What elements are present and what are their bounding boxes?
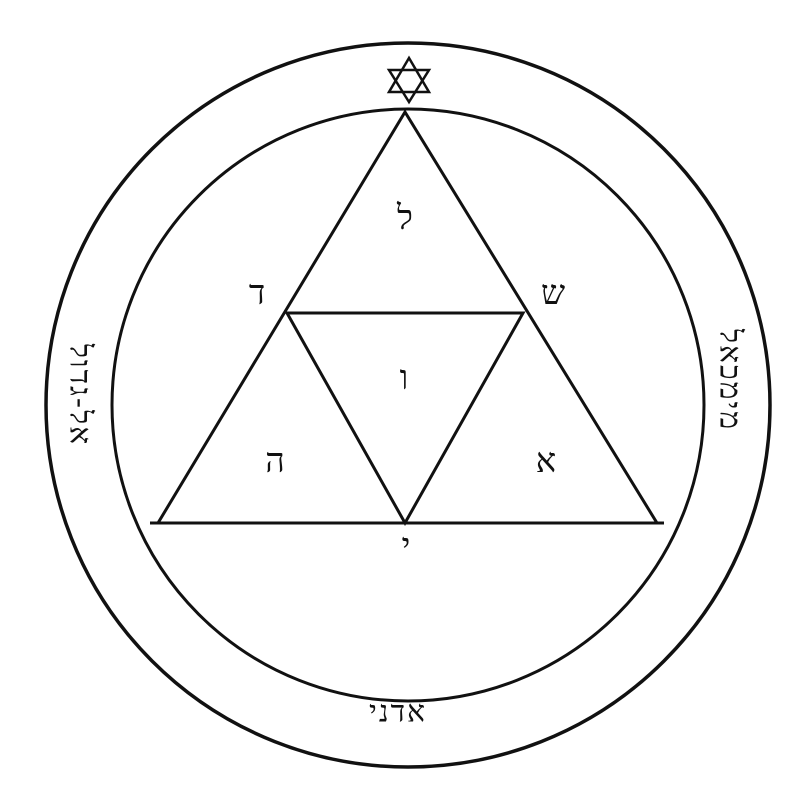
letter-bottom-vertex: י xyxy=(402,526,411,566)
letter-right-triangle: א xyxy=(536,441,556,481)
letter-upper-left-vertex: ד xyxy=(249,273,265,313)
star-of-david-icon xyxy=(386,55,432,105)
ring-text-bottom: אדני xyxy=(369,695,427,730)
letter-center-triangle: ו xyxy=(400,358,409,398)
outer-triangle xyxy=(155,109,660,525)
ring-text-right: מימכאל xyxy=(713,328,748,431)
outer-circle xyxy=(44,41,772,769)
letter-upper-right-vertex: ש xyxy=(541,273,565,313)
letter-left-triangle: ה xyxy=(265,441,285,481)
inner-circle xyxy=(110,107,706,703)
inner-inverted-triangle xyxy=(284,311,526,527)
ring-text-left: אל-גדול xyxy=(63,343,98,446)
letter-top-triangle: ל xyxy=(396,198,413,238)
